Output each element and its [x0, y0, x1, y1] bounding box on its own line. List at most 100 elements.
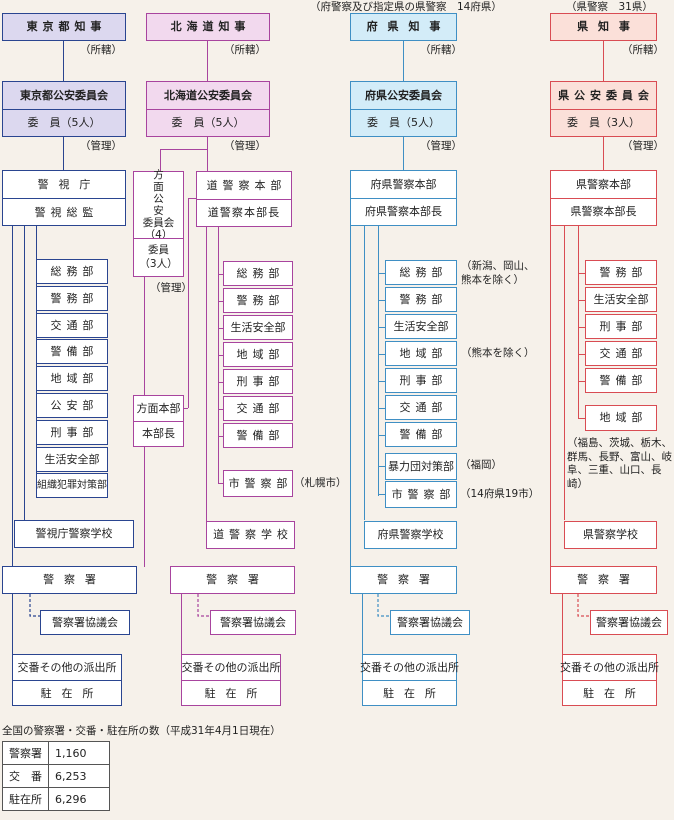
tokyo-dept-box: 交通部: [36, 312, 108, 338]
pref-station-box: 警察署: [350, 566, 457, 594]
stats-label-cell: 交 番: [2, 764, 49, 788]
pref-commission-members: 委 員（5人）: [351, 108, 456, 136]
hokkaido-dept-box: 警備部: [223, 423, 293, 448]
hokkaido-hq-name: 道警察本部: [206, 178, 287, 192]
pref-chuzai-label: 駐在所: [363, 680, 456, 705]
hokkaido-governor-box: 北海道知事: [146, 13, 270, 41]
ken-hq-name: 県警察本部: [576, 177, 631, 191]
ken-commission-box: 県公安委員会 委 員（3人）: [550, 81, 657, 137]
hokkaido-area-hq-label: 方面本部: [136, 401, 181, 415]
ken-dept-connector: [578, 273, 585, 275]
ken-koban-label: 交番その他の派出所: [560, 661, 659, 675]
tokyo-council-connector: [29, 594, 40, 617]
ken-dept-line: [578, 226, 580, 418]
pref-connector: [403, 41, 405, 81]
hokkaido-area-commission-box: 方面公安委員会（4） 委員（3人）: [133, 169, 184, 277]
ken-dept-box: 刑事部: [585, 314, 657, 339]
pref-dept-connector: [378, 327, 385, 329]
ken-trunk-line: [550, 226, 552, 566]
pref-koban-box: 交番その他の派出所 駐在所: [360, 654, 459, 706]
tokyo-dept-box: 警務部: [36, 285, 108, 311]
tokyo-dept-box: 総務部: [36, 259, 108, 284]
tokyo-connector: [63, 41, 65, 81]
hokkaido-city-note: （札幌市）: [294, 477, 347, 489]
tokyo-dept-box: 刑事部: [36, 419, 108, 445]
pref-city-dept-box: 市警察部: [385, 481, 457, 508]
pref-school-line: [364, 226, 366, 520]
pref-bouryoku-box: 暴力団対策部: [385, 453, 457, 480]
hokkaido-koban-label: 交番その他の派出所: [181, 661, 281, 675]
hokkaido-connector: [144, 447, 146, 567]
pref-soumu-note-text: （新潟、岡山、熊本を除く）: [461, 260, 535, 286]
hokkaido-area-members-label: 委員（3人）: [134, 238, 183, 276]
pref-dept-box: 総務部: [385, 260, 457, 285]
hokkaido-council-box: 警察署協議会: [210, 610, 296, 635]
tokyo-dept-box: 組織犯罪対策部: [36, 473, 108, 499]
pref-shokatsu-label: （所轄）: [420, 44, 462, 56]
hokkaido-dept-box: 警務部: [223, 288, 293, 313]
hokkaido-chuzai-label: 駐在所: [182, 680, 280, 705]
tokyo-trunk-line: [12, 226, 14, 566]
tokyo-school-box: 警視庁警察学校: [14, 520, 134, 548]
tokyo-commission-name: 東京都公安委員会: [20, 88, 108, 102]
stats-value-cell: 1,160: [48, 741, 110, 765]
tokyo-council-box: 警察署協議会: [40, 610, 130, 635]
pref-dept-box: 地域部: [385, 341, 457, 366]
tokyo-dept-box: 公安部: [36, 393, 108, 418]
hokkaido-area-commission-label: 方面公安委員会（4）: [142, 169, 175, 241]
hokkaido-dept-box: 刑事部: [223, 369, 293, 394]
hokkaido-area-commission-line: 面: [153, 180, 164, 193]
pref-connector: [403, 137, 405, 170]
stats-title: 全国の警察署・交番・駐在所の数（平成31年4月1日現在）: [2, 725, 281, 737]
hokkaido-dept-connector: [218, 355, 223, 357]
tokyo-koban-label: 交番その他の派出所: [17, 661, 117, 675]
ken-governor-box: 県知事: [550, 13, 657, 41]
hokkaido-school-line: [206, 227, 208, 521]
hokkaido-commission-box: 北海道公安委員会 委 員（5人）: [146, 81, 270, 137]
ken-commission-members: 委 員（3人）: [551, 108, 656, 136]
ken-connector: [603, 137, 605, 170]
pref-governor-box: 府県知事: [350, 13, 457, 41]
hokkaido-area-members-line: 委員: [148, 243, 169, 256]
hokkaido-station-box: 警察署: [170, 566, 295, 594]
tokyo-kanri-label: （管理）: [80, 140, 122, 152]
ken-dept-connector: [578, 354, 585, 356]
tokyo-commission-members: 委 員（5人）: [3, 108, 125, 136]
stats-value-cell: 6,253: [48, 764, 110, 788]
pref-dept-box: 警務部: [385, 287, 457, 312]
tokyo-commission-box: 東京都公安委員会 委 員（5人）: [2, 81, 126, 137]
hokkaido-council-connector: [197, 594, 210, 617]
stats-label-cell: 警察署: [2, 741, 49, 765]
hokkaido-area-commission-line: 委員会: [142, 217, 175, 230]
pref-city-note: （14府県19市）: [460, 488, 540, 500]
ken-dept-box: 警務部: [585, 260, 657, 285]
tokyo-hq-chief: 警視総監: [3, 198, 125, 225]
hokkaido-dept-box: 総務部: [223, 261, 293, 286]
ken-chiiki-box: 地域部: [585, 405, 657, 431]
hokkaido-area-members-line: （3人）: [139, 257, 178, 270]
hokkaido-area-hq-box: 方面本部 本部長: [133, 395, 184, 447]
ken-chuzai-label: 駐在所: [563, 680, 656, 705]
hokkaido-dept-connector: [218, 436, 223, 438]
hokkaido-area-chief-label: 本部長: [134, 420, 183, 446]
stats-label-cell: 駐在所: [2, 787, 49, 811]
ken-connector: [603, 41, 605, 81]
stats-value-cell: 6,296: [48, 787, 110, 811]
ken-hq-chief: 県警察本部長: [551, 197, 656, 225]
ken-station-box: 警察署: [550, 566, 657, 594]
pref-dept-box: 生活安全部: [385, 314, 457, 339]
pref-connector: [362, 594, 364, 654]
pref-soumu-note: （新潟、岡山、熊本を除く）: [461, 260, 541, 287]
hokkaido-dept-connector: [218, 301, 223, 303]
hokkaido-hq-chief: 道警察本部長: [197, 198, 291, 226]
pref-trunk-line: [350, 226, 352, 566]
ken-commission-name: 県公安委員会: [558, 88, 654, 102]
pref-dept-connector: [378, 273, 385, 275]
pref-hq-chief: 府県警察本部長: [351, 197, 456, 225]
tokyo-hq-name: 警視庁: [37, 178, 101, 192]
hokkaido-dept-connector: [218, 382, 223, 384]
hokkaido-hq-box: 道警察本部 道警察本部長: [196, 171, 292, 227]
pref-koban-label: 交番その他の派出所: [360, 661, 459, 675]
hokkaido-dept-connector: [218, 328, 223, 330]
